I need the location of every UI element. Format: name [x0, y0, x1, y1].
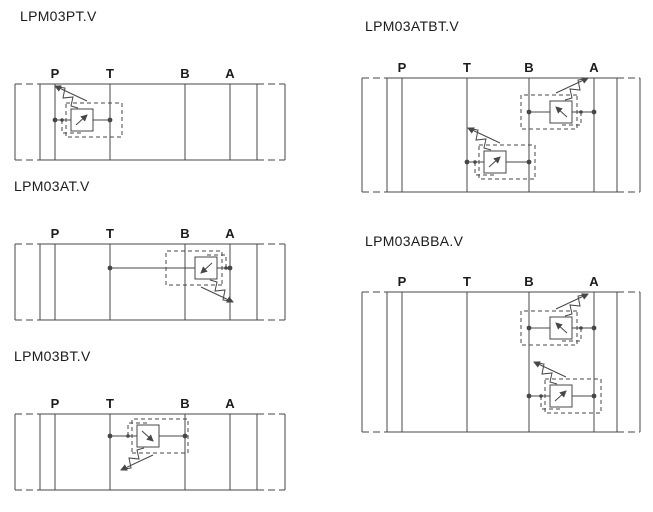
- port-label-t: T: [463, 60, 471, 75]
- diagram-lpm03at: P T B A: [14, 226, 286, 321]
- diagram-title-lpm03pt: LPM03PT.V: [20, 8, 97, 24]
- relief-valve-symbol: [521, 78, 588, 129]
- relief-valve-symbol: [121, 419, 188, 470]
- diagram-title-lpm03abba: LPM03ABBA.V: [365, 233, 464, 249]
- port-label-t: T: [106, 66, 114, 81]
- port-label-p: P: [398, 60, 407, 75]
- port-label-a: A: [225, 66, 235, 81]
- port-label-b: B: [180, 226, 189, 241]
- junction-dot: [107, 265, 113, 271]
- diagram-lpm03pt: P T B A: [14, 66, 286, 161]
- junction-dot: [591, 109, 597, 115]
- relief-valve-symbol: [521, 294, 588, 345]
- port-label-a: A: [589, 60, 599, 75]
- port-label-p: P: [51, 66, 60, 81]
- relief-valve-symbol: [55, 86, 122, 137]
- port-label-a: A: [225, 226, 235, 241]
- port-label-p: P: [51, 226, 60, 241]
- diagram-title-lpm03atbt: LPM03ATBT.V: [365, 18, 460, 34]
- junction-dot: [227, 265, 233, 271]
- port-label-b: B: [524, 60, 533, 75]
- port-label-t: T: [463, 274, 471, 289]
- port-label-p: P: [51, 396, 60, 411]
- junction-dot: [526, 393, 532, 399]
- manifold-frame: [361, 291, 641, 433]
- junction-dot: [591, 325, 597, 331]
- port-label-b: B: [180, 66, 189, 81]
- junction-dot: [52, 117, 58, 123]
- manifold-frame: [14, 243, 286, 321]
- diagram-lpm03abba: P T B A: [361, 274, 641, 433]
- relief-valve-symbol: [166, 251, 233, 302]
- relief-valve-symbol: [468, 128, 535, 179]
- junction-dot: [107, 117, 113, 123]
- manifold-frame: [361, 77, 641, 193]
- diagram-lpm03atbt: P T B A: [361, 60, 641, 193]
- junction-dot: [526, 159, 532, 165]
- port-label-t: T: [106, 396, 114, 411]
- port-label-b: B: [180, 396, 189, 411]
- junction-dot: [464, 159, 470, 165]
- port-label-t: T: [106, 226, 114, 241]
- diagram-title-lpm03bt: LPM03BT.V: [14, 348, 91, 364]
- diagram-lpm03bt: P T B A: [14, 396, 286, 491]
- port-label-p: P: [398, 274, 407, 289]
- relief-valve-symbol: [534, 362, 601, 413]
- junction-dot: [591, 393, 597, 399]
- port-label-a: A: [225, 396, 235, 411]
- port-label-b: B: [524, 274, 533, 289]
- port-label-a: A: [589, 274, 599, 289]
- diagram-title-lpm03at: LPM03AT.V: [14, 178, 90, 194]
- junction-dot: [107, 433, 113, 439]
- junction-dot: [526, 325, 532, 331]
- junction-dot: [182, 433, 188, 439]
- junction-dot: [526, 109, 532, 115]
